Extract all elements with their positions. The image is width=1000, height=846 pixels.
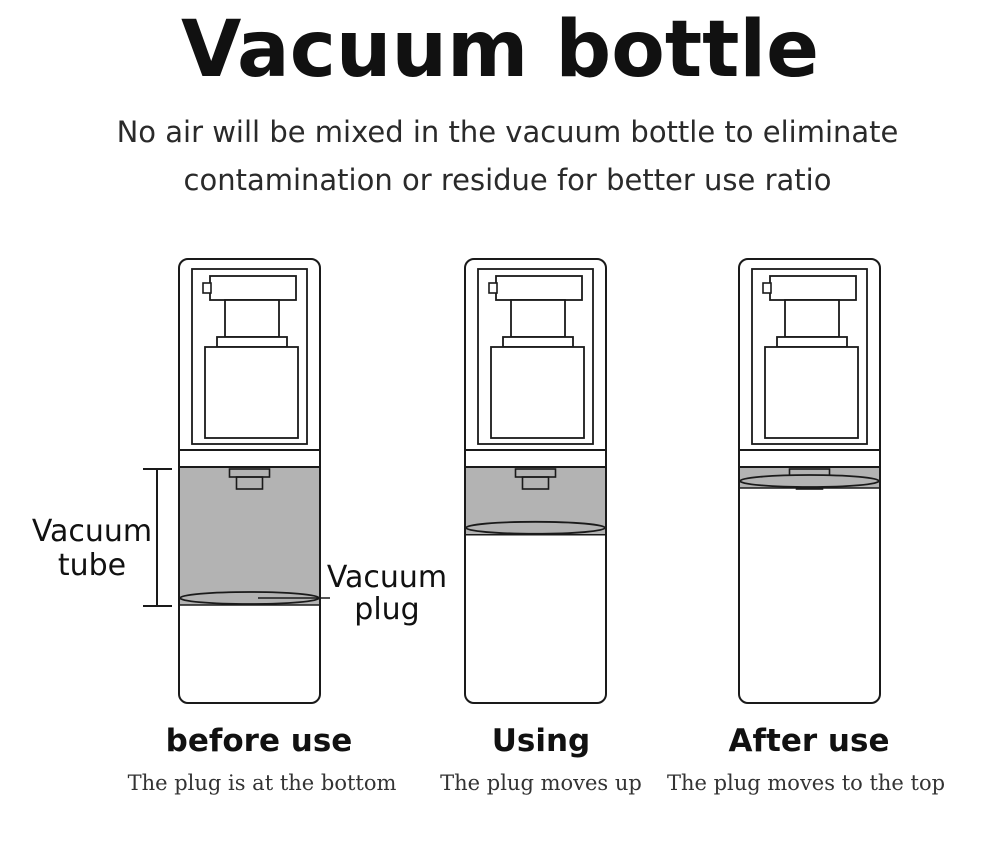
pump-shoulder — [776, 336, 848, 348]
plug-label-line-2: plug — [354, 592, 419, 627]
pump-body — [764, 346, 859, 439]
vacuum-region-before-use — [180, 467, 319, 605]
vacuum-plug-after-use — [739, 474, 880, 488]
cap-window — [191, 268, 308, 445]
pump-shoulder — [216, 336, 288, 348]
vacuum-plug-using — [465, 520, 606, 535]
pump-stem — [224, 299, 280, 338]
stage-desc-using: The plug moves up — [440, 771, 642, 795]
tube-valve-stem — [521, 476, 550, 490]
pump-nozzle — [762, 282, 772, 294]
stage-label-before-use: before use — [166, 723, 353, 759]
bottle-before-use — [178, 258, 321, 704]
pump-actuator — [209, 275, 297, 301]
stage-label-using: Using — [492, 723, 591, 759]
pump-actuator — [769, 275, 857, 301]
cap-window — [477, 268, 594, 445]
tube-valve-stem — [235, 476, 264, 490]
vacuum-plug-annotation: Vacuum plug — [258, 560, 447, 627]
bottle-after-use — [738, 258, 881, 704]
pump-body — [490, 346, 585, 439]
stage-desc-before-use: The plug is at the bottom — [128, 771, 397, 795]
bottle-outline-before-use — [178, 258, 321, 704]
subtitle-line-1: No air will be mixed in the vacuum bottl… — [116, 115, 899, 149]
subtitle-line-2: contamination or residue for better use … — [183, 163, 832, 197]
pump-shoulder — [502, 336, 574, 348]
pump-nozzle — [488, 282, 498, 294]
stage-label-after-use: After use — [729, 723, 890, 759]
bottle-outline-after-use — [738, 258, 881, 704]
stage-desc-after-use: The plug moves to the top — [667, 771, 945, 795]
tube-label-line-2: tube — [58, 548, 126, 583]
bottle-using — [464, 258, 607, 704]
bottles-group — [178, 258, 881, 704]
pump-body — [204, 346, 299, 439]
pump-stem — [784, 299, 840, 338]
plug-label-line-1: Vacuum — [327, 560, 447, 595]
pump-nozzle — [202, 282, 212, 294]
pump-actuator — [495, 275, 583, 301]
bottle-outline-using — [464, 258, 607, 704]
pump-stem — [510, 299, 566, 338]
cap-window — [751, 268, 868, 445]
stage-labels: before use The plug is at the bottom Usi… — [128, 723, 945, 795]
page-subtitle: No air will be mixed in the vacuum bottl… — [100, 108, 915, 204]
tube-label-line-1: Vacuum — [32, 514, 152, 549]
page-title: Vacuum bottle — [180, 5, 820, 95]
vacuum-tube-annotation: Vacuum tube — [32, 468, 172, 607]
